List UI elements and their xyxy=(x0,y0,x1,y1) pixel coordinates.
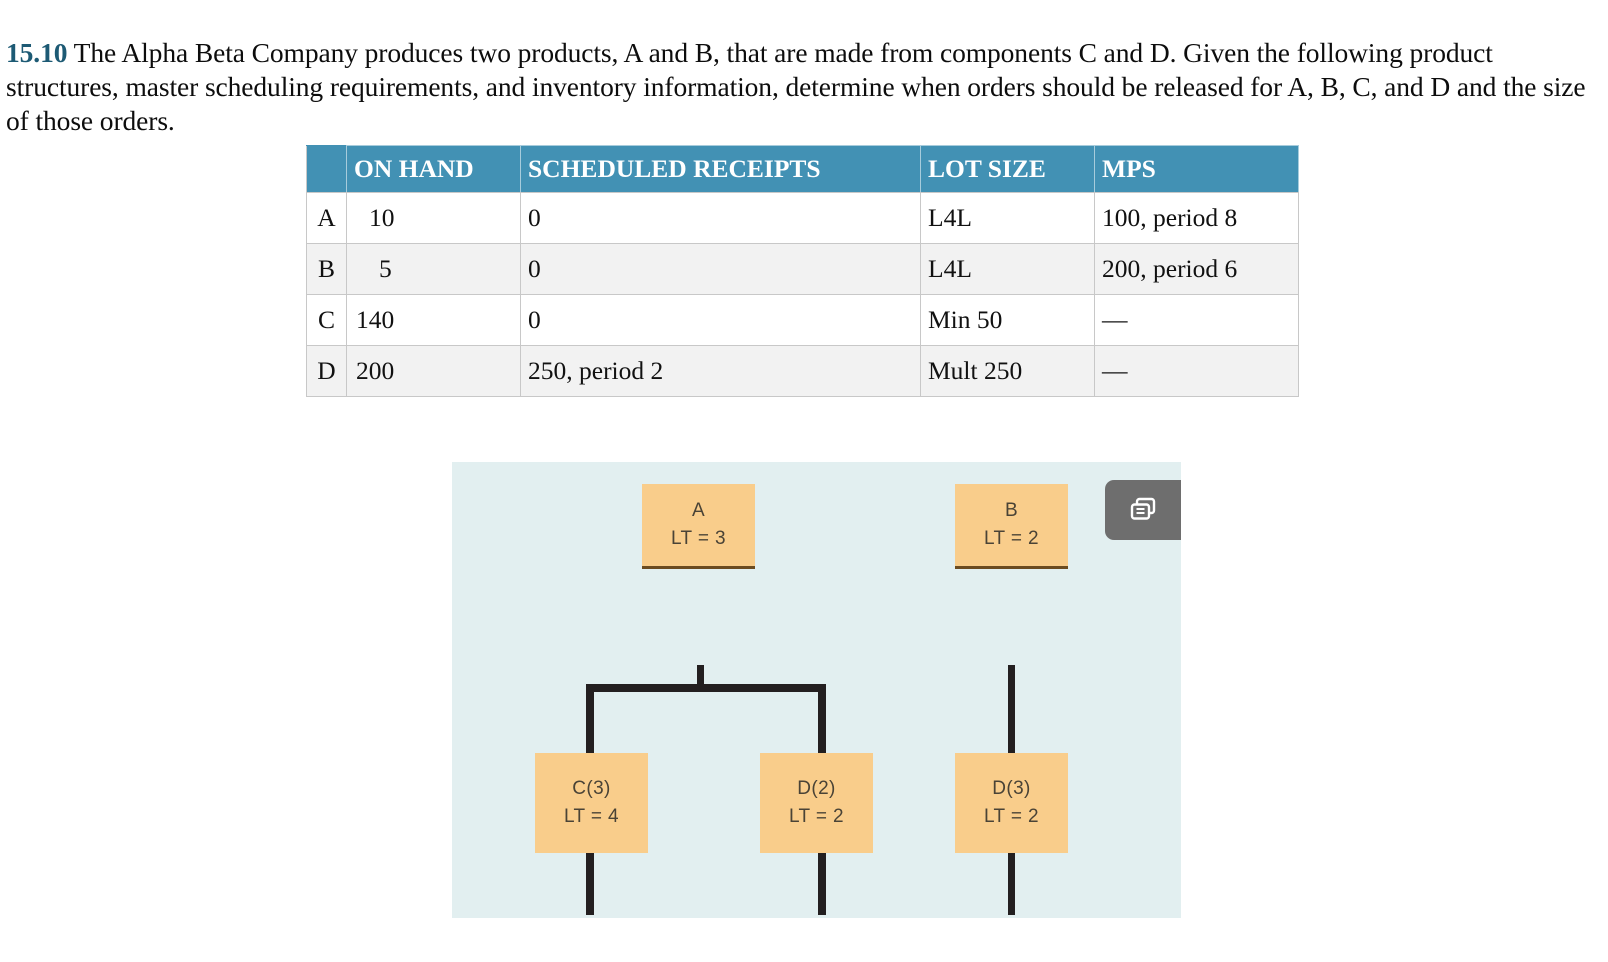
cell-a-lot-size: L4L xyxy=(920,192,1095,244)
problem-text: The Alpha Beta Company produces two prod… xyxy=(6,36,1586,136)
cell-a-on-hand: 10 xyxy=(346,192,521,244)
node-c: C(3) LT = 4 xyxy=(535,753,648,853)
node-d3-title: D(3) xyxy=(992,778,1031,800)
node-c-title: C(3) xyxy=(572,778,611,800)
node-d3: D(3) LT = 2 xyxy=(955,753,1068,853)
connector-a-horizontal xyxy=(586,684,825,692)
table-row: D 200 250, period 2 Mult 250 — xyxy=(306,345,1299,397)
node-a-lead-time: LT = 3 xyxy=(670,528,727,549)
cell-d-mps: — xyxy=(1094,345,1299,397)
cell-b-mps: 200, period 6 xyxy=(1094,243,1299,295)
problem-number: 15.10 xyxy=(6,36,68,68)
cell-b-scheduled-receipts: 0 xyxy=(520,243,921,295)
cell-c-mps: — xyxy=(1094,294,1299,346)
table-header-mps: MPS xyxy=(1094,145,1299,193)
node-a: A LT = 3 xyxy=(642,484,755,569)
cell-a-scheduled-receipts: 0 xyxy=(520,192,921,244)
cell-c-on-hand: 140 xyxy=(346,294,521,346)
table-header-corner xyxy=(306,145,347,193)
row-label-d: D xyxy=(306,345,347,397)
node-a-title: A xyxy=(691,500,706,522)
product-structure-diagram: A LT = 3 B LT = 2 C(3) LT = 4 D(2) LT = … xyxy=(452,462,1181,918)
cell-a-mps: 100, period 8 xyxy=(1094,192,1299,244)
cell-d-scheduled-receipts: 250, period 2 xyxy=(520,345,921,397)
table-header-lot-size: LOT SIZE xyxy=(920,145,1095,193)
node-d2: D(2) LT = 2 xyxy=(760,753,873,853)
table-row: C 140 0 Min 50 — xyxy=(306,294,1299,346)
duplicate-pages-button[interactable] xyxy=(1105,480,1181,540)
node-d2-title: D(2) xyxy=(797,778,836,800)
cell-b-on-hand: 5 xyxy=(346,243,521,295)
table-header-row: ON HAND SCHEDULED RECEIPTS LOT SIZE MPS xyxy=(306,145,1299,193)
table-header-scheduled-receipts: SCHEDULED RECEIPTS xyxy=(520,145,921,193)
row-label-a: A xyxy=(306,192,347,244)
row-label-c: C xyxy=(306,294,347,346)
table-header-on-hand: ON HAND xyxy=(346,145,521,193)
cell-d-lot-size: Mult 250 xyxy=(920,345,1095,397)
node-b-lead-time: LT = 2 xyxy=(983,528,1040,549)
cell-c-lot-size: Min 50 xyxy=(920,294,1095,346)
cell-d-on-hand: 200 xyxy=(346,345,521,397)
node-c-lead-time: LT = 4 xyxy=(563,806,620,827)
row-label-b: B xyxy=(306,243,347,295)
node-b: B LT = 2 xyxy=(955,484,1068,569)
table-row: B 5 0 L4L 200, period 6 xyxy=(306,243,1299,295)
cell-b-lot-size: L4L xyxy=(920,243,1095,295)
connector-a-stem xyxy=(697,665,704,689)
node-d3-lead-time: LT = 2 xyxy=(983,806,1040,827)
duplicate-pages-icon xyxy=(1126,493,1160,527)
table-row: A 10 0 L4L 100, period 8 xyxy=(306,192,1299,244)
cell-c-scheduled-receipts: 0 xyxy=(520,294,921,346)
node-d2-lead-time: LT = 2 xyxy=(788,806,845,827)
node-b-title: B xyxy=(1004,500,1019,522)
inventory-information-table: ON HAND SCHEDULED RECEIPTS LOT SIZE MPS … xyxy=(306,145,1299,397)
problem-statement: 15.10 The Alpha Beta Company produces tw… xyxy=(6,36,1602,138)
